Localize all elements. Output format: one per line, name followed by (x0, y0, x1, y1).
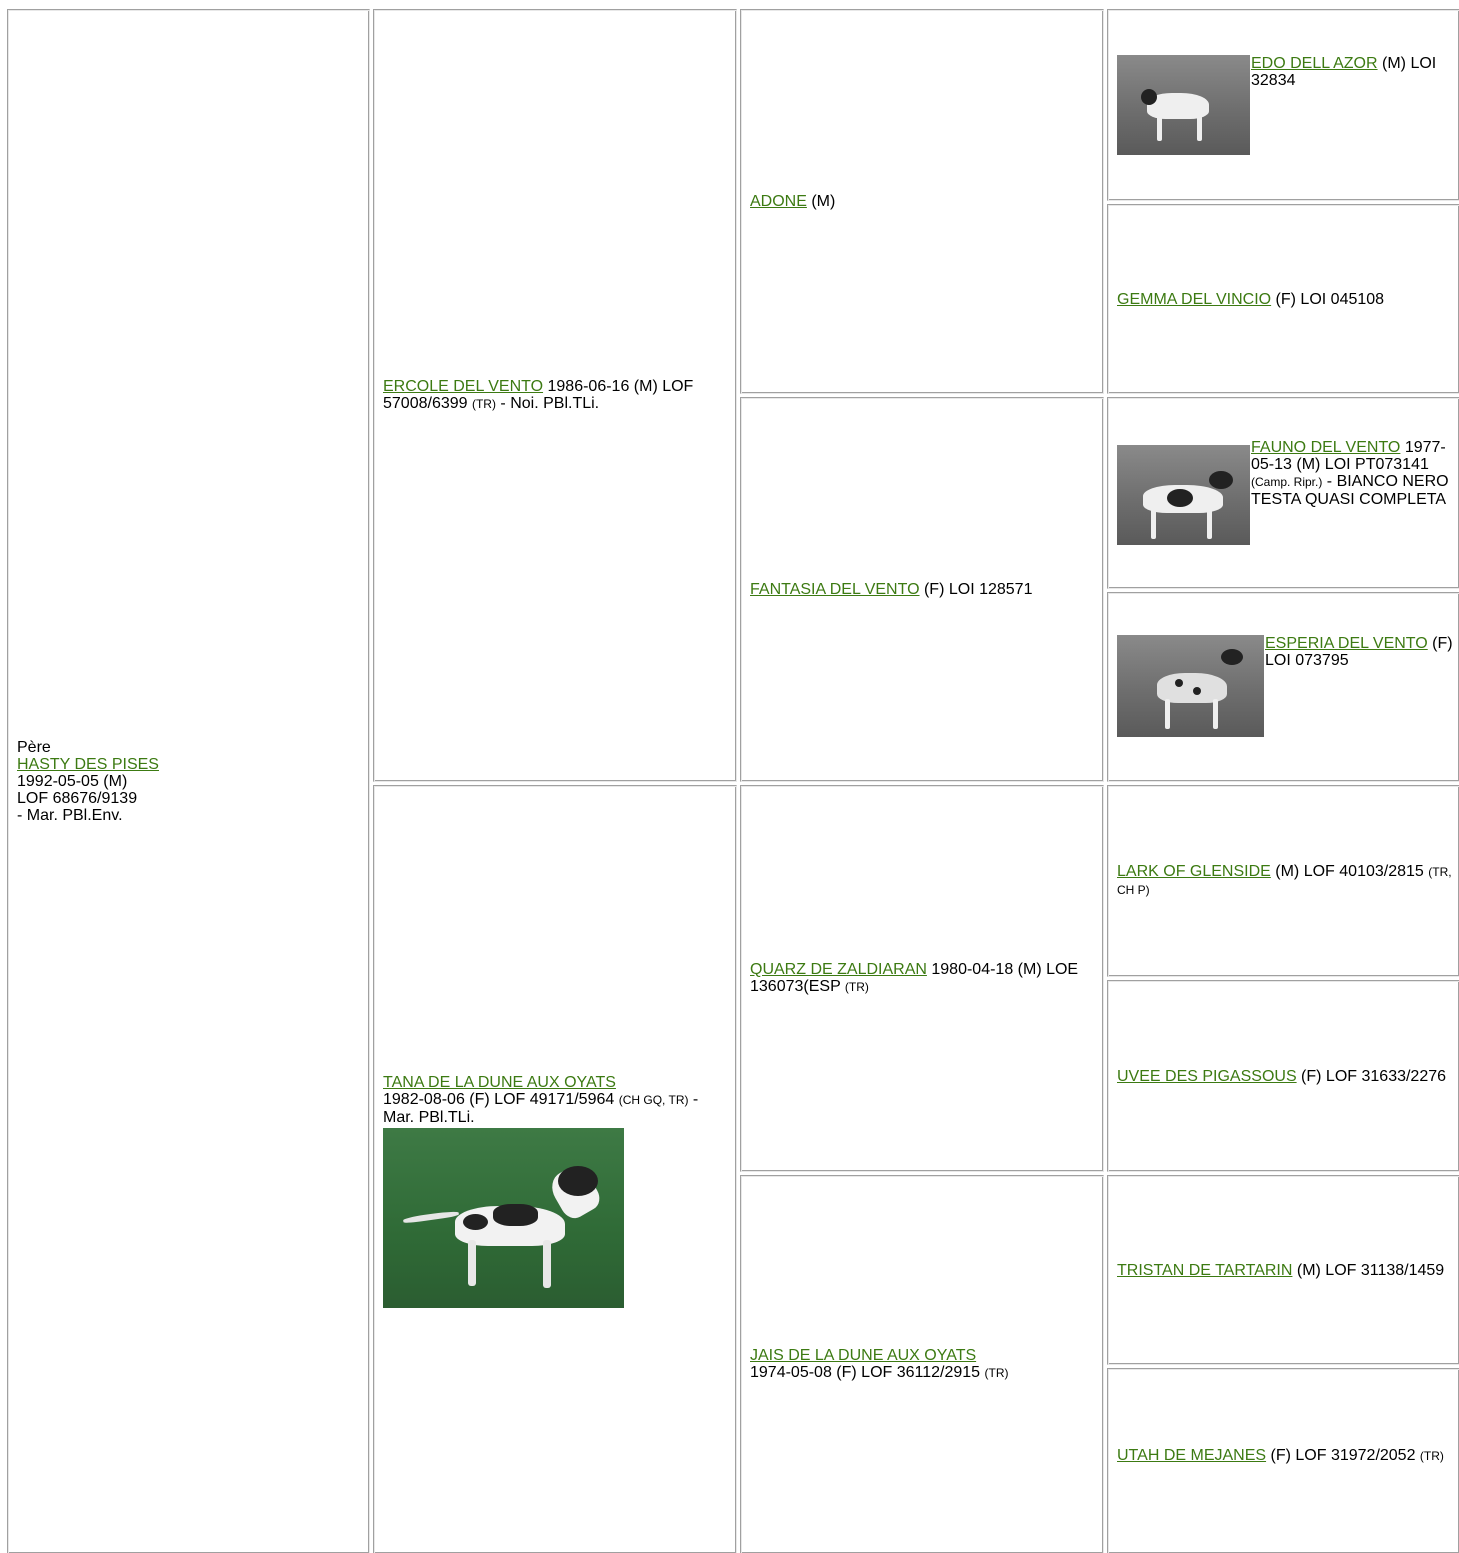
pedigree-cell-gen4-b: GEMMA DEL VINCIO (F) LOI 045108 (1107, 204, 1459, 394)
gen4-h-details: (F) LOF 31972/2052 (1266, 1447, 1420, 1464)
dog-photo-icon[interactable] (1117, 635, 1264, 737)
gen4-e-details: (M) LOF 40103/2815 (1270, 863, 1429, 880)
pedigree-cell-gen2-b: TANA DE LA DUNE AUX OYATS 1982-08-06 (F)… (373, 785, 737, 1553)
gen2-b-info: TANA DE LA DUNE AUX OYATS 1982-08-06 (F)… (383, 1029, 730, 1310)
gen4-b-name-link[interactable]: GEMMA DEL VINCIO (1117, 290, 1272, 308)
gen4-b-info: GEMMA DEL VINCIO (F) LOI 045108 (1117, 291, 1453, 308)
gen4-e-info: LARK OF GLENSIDE (M) LOF 40103/2815 (TR,… (1117, 863, 1453, 899)
gen3-a-info: ADONE (M) (750, 193, 1097, 210)
gen3-d-info: JAIS DE LA DUNE AUX OYATS 1974-05-08 (F)… (750, 1347, 1097, 1382)
pedigree-cell-gen4-g: TRISTAN DE TARTARIN (M) LOF 31138/1459 (1107, 1175, 1459, 1365)
gen2-a-title: (TR) (471, 397, 496, 411)
gen2-b-color: - Mar. PBl.TLi. (383, 1091, 699, 1126)
gen4-c-title: (Camp. Ripr.) (1251, 475, 1323, 489)
gen4-f-details: (F) LOF 31633/2276 (1296, 1067, 1447, 1085)
pedigree-cell-gen4-a: EDO DELL AZOR (M) LOI 32834 (1107, 9, 1459, 201)
gen3-a-name-link[interactable]: ADONE (750, 193, 807, 210)
gen4-a-info: EDO DELL AZOR (M) LOI 32834 (1117, 55, 1453, 157)
gen2-b-details: 1982-08-06 (F) LOF 49171/5964 (383, 1091, 619, 1108)
gen4-h-info: UTAH DE MEJANES (F) LOF 31972/2052 (TR) (1117, 1447, 1453, 1465)
gen3-d-name-link[interactable]: JAIS DE LA DUNE AUX OYATS (750, 1347, 977, 1364)
pedigree-cell-gen4-f: UVEE DES PIGASSOUS (F) LOF 31633/2276 (1107, 980, 1459, 1172)
pedigree-cell-gen3-c: QUARZ DE ZALDIARAN 1980-04-18 (M) LOE 13… (740, 785, 1104, 1172)
gen3-b-name-link[interactable]: FANTASIA DEL VENTO (750, 581, 920, 598)
pedigree-cell-gen4-d: ESPERIA DEL VENTO (F) LOI 073795 (1107, 592, 1459, 782)
gen3-c-info: QUARZ DE ZALDIARAN 1980-04-18 (M) LOE 13… (750, 961, 1097, 996)
pedigree-cell-gen4-e: LARK OF GLENSIDE (M) LOF 40103/2815 (TR,… (1107, 785, 1459, 977)
gen3-a-details: (M) (806, 193, 836, 210)
dog-photo-icon[interactable] (383, 1128, 624, 1308)
gen4-a-details: (M) LOI 32834 (1251, 55, 1437, 89)
gen4-e-name-link[interactable]: LARK OF GLENSIDE (1117, 863, 1271, 880)
dog-photo-icon[interactable] (1117, 55, 1250, 155)
gen4-f-info: UVEE DES PIGASSOUS (F) LOF 31633/2276 (1117, 1068, 1453, 1085)
gen3-c-title: (TR) (844, 980, 869, 994)
gen4-c-name-link[interactable]: FAUNO DEL VENTO (1251, 439, 1401, 456)
gen4-h-title: (TR) (1419, 1449, 1444, 1463)
gen3-c-details: 1980-04-18 (M) LOE 136073(ESP (750, 961, 1079, 995)
sire-registration: LOF 68676/9139 (17, 790, 138, 807)
pedigree-cell-gen4-c: FAUNO DEL VENTO 1977-05-13 (M) LOI PT073… (1107, 397, 1459, 589)
gen4-h-name-link[interactable]: UTAH DE MEJANES (1117, 1447, 1267, 1464)
gen4-d-details: (F) LOI 073795 (1265, 635, 1453, 669)
gen4-g-name-link[interactable]: TRISTAN DE TARTARIN (1117, 1261, 1293, 1279)
gen3-d-title: (TR) (984, 1366, 1009, 1380)
pedigree-cell-sire: Père HASTY DES PISES 1992-05-05 (M) LOF … (7, 9, 370, 1553)
gen4-d-name-link[interactable]: ESPERIA DEL VENTO (1265, 635, 1428, 652)
pedigree-cell-gen3-a: ADONE (M) (740, 9, 1104, 394)
gen2-a-name-link[interactable]: ERCOLE DEL VENTO (383, 378, 544, 395)
gen3-b-info: FANTASIA DEL VENTO (F) LOI 128571 (750, 581, 1097, 598)
gen4-b-details: (F) LOI 045108 (1271, 290, 1385, 308)
gen4-g-info: TRISTAN DE TARTARIN (M) LOF 31138/1459 (1117, 1262, 1453, 1279)
pedigree-cell-gen3-b: FANTASIA DEL VENTO (F) LOI 128571 (740, 397, 1104, 782)
sire-name-link[interactable]: HASTY DES PISES (17, 756, 159, 773)
pedigree-cell-gen2-a: ERCOLE DEL VENTO 1986-06-16 (M) LOF 5700… (373, 9, 737, 782)
gen4-a-name-link[interactable]: EDO DELL AZOR (1251, 55, 1378, 72)
gen4-g-details: (M) LOF 31138/1459 (1292, 1261, 1445, 1279)
gen4-d-info: ESPERIA DEL VENTO (F) LOI 073795 (1117, 635, 1453, 739)
gen4-c-info: FAUNO DEL VENTO 1977-05-13 (M) LOI PT073… (1117, 439, 1453, 547)
gen2-b-name-link[interactable]: TANA DE LA DUNE AUX OYATS (383, 1074, 616, 1091)
pedigree-cell-gen3-d: JAIS DE LA DUNE AUX OYATS 1974-05-08 (F)… (740, 1175, 1104, 1553)
gen4-f-name-link[interactable]: UVEE DES PIGASSOUS (1117, 1067, 1297, 1085)
sire-dob: 1992-05-05 (M) (17, 773, 128, 790)
sire-info: Père HASTY DES PISES 1992-05-05 (M) LOF … (17, 739, 363, 824)
gen3-c-name-link[interactable]: QUARZ DE ZALDIARAN (750, 961, 927, 978)
sire-role-label: Père (17, 739, 51, 756)
gen2-b-title: (CH GQ, TR) (618, 1093, 689, 1107)
gen3-b-details: (F) LOI 128571 (919, 581, 1033, 598)
gen2-a-color: - Noi. PBl.TLi. (495, 395, 600, 412)
gen4-c-details: 1977-05-13 (M) LOI PT073141 (1251, 439, 1446, 473)
gen4-c-color: - BIANCO NERO TESTA QUASI COMPLETA (1251, 473, 1449, 508)
sire-color: - Mar. PBl.Env. (17, 807, 123, 824)
pedigree-cell-gen4-h: UTAH DE MEJANES (F) LOF 31972/2052 (TR) (1107, 1368, 1459, 1553)
dog-photo-icon[interactable] (1117, 445, 1250, 545)
gen2-a-details: 1986-06-16 (M) LOF 57008/6399 (383, 378, 694, 412)
gen4-e-title: (TR, CH P) (1117, 865, 1452, 897)
gen3-d-details: 1974-05-08 (F) LOF 36112/2915 (750, 1364, 985, 1381)
gen2-a-info: ERCOLE DEL VENTO 1986-06-16 (M) LOF 5700… (383, 378, 730, 413)
